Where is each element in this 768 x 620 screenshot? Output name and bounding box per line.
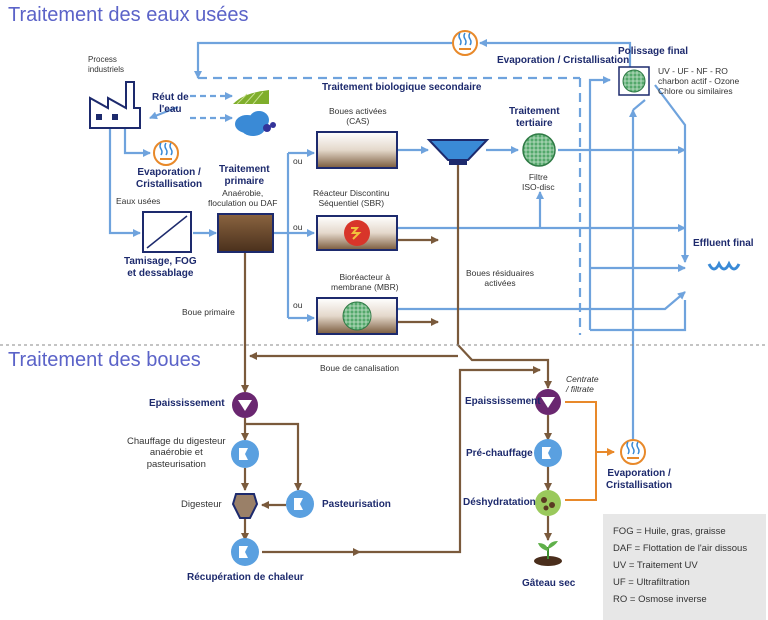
label-filtre: Filtre ISO-disc xyxy=(522,172,555,193)
label-recuperation: Récupération de chaleur xyxy=(187,572,304,583)
label-prechauffage: Pré-chauffage xyxy=(466,448,533,459)
field-icon xyxy=(233,90,269,105)
label-traitement-primaire: Traitement primaire xyxy=(219,164,270,187)
evaporation-left-icon xyxy=(153,140,179,166)
label-effluent: Effluent final xyxy=(693,238,754,249)
label-chauffage: Chauffage du digesteur anaérobie et past… xyxy=(127,436,226,470)
label-boues-residuaires: Boues résiduaires activées xyxy=(466,268,535,289)
thickener-right xyxy=(535,389,561,415)
label-mbr: Bioréacteur à membrane (MBR) xyxy=(331,272,399,293)
label-bio-secondaire: Traitement biologique secondaire xyxy=(322,82,482,93)
cloud-icon xyxy=(235,111,276,136)
factory-icon xyxy=(89,81,141,129)
label-boues-activees: Boues activées (CAS) xyxy=(329,106,387,127)
label-polissage-desc: UV - UF - NF - RO charbon actif - Ozone … xyxy=(658,66,740,97)
preheating-unit xyxy=(534,439,562,467)
label-gateau: Gâteau sec xyxy=(522,578,576,589)
legend-box: FOG = Huile, gras, graisse DAF = Flottat… xyxy=(603,514,766,620)
legend-item: DAF = Flottation de l'air dissous xyxy=(613,543,748,554)
tertiary-filter xyxy=(522,133,556,167)
legend-item: UF = Ultrafiltration xyxy=(613,577,690,588)
pasteurisation-unit xyxy=(286,490,314,518)
bio-secondaire-frame xyxy=(198,76,582,335)
label-deshydratation: Déshydratation xyxy=(463,497,536,508)
polishing-unit xyxy=(618,66,650,96)
label-centrate: Centrate / filtrate xyxy=(566,374,599,395)
legend-item: UV = Traitement UV xyxy=(613,560,698,571)
label-evap-left: Evaporation / Cristallisation xyxy=(136,167,203,190)
legend-item: RO = Osmose inverse xyxy=(613,594,707,605)
label-ou-2: ou xyxy=(293,222,303,232)
screening-unit xyxy=(142,211,192,253)
title-sludge: Traitement des boues xyxy=(8,349,201,371)
label-digesteur: Digesteur xyxy=(181,499,222,510)
heat-recovery-unit xyxy=(231,538,259,566)
evaporation-top-icon xyxy=(452,30,478,56)
legend-item: FOG = Huile, gras, graisse xyxy=(613,526,726,537)
dewatering-unit xyxy=(535,490,561,516)
cas-tank xyxy=(316,131,398,169)
sbr-tank xyxy=(316,215,398,251)
centrate-lines xyxy=(565,401,615,501)
heater-left xyxy=(231,440,259,468)
label-evap-bottom: Evaporation / Cristallisation xyxy=(606,468,673,491)
label-boue-canalisation: Boue de canalisation xyxy=(320,363,399,373)
primary-unit xyxy=(217,213,274,253)
label-pasteurisation: Pasteurisation xyxy=(322,499,391,510)
label-epaiss-left: Epaississement xyxy=(149,398,225,409)
mbr-tank xyxy=(316,297,398,335)
clarifier xyxy=(426,139,490,165)
label-traitement-tertiaire: Traitement tertiaire xyxy=(509,106,560,129)
water-lines xyxy=(108,39,689,440)
label-evap-top: Evaporation / Cristallisation xyxy=(497,55,630,66)
evaporation-bottom-icon xyxy=(620,439,646,465)
label-eaux-usees: Eaux usées xyxy=(116,196,161,206)
label-reut: Réut de l'eau xyxy=(152,92,189,115)
label-ou-1: ou xyxy=(293,156,303,166)
digester xyxy=(231,493,259,519)
label-primaire-desc: Anaérobie, floculation ou DAF xyxy=(208,188,278,209)
dry-cake-icon xyxy=(534,541,562,566)
label-tamisage: Tamisage, FOG et dessablage xyxy=(124,256,197,279)
label-process-industriels: Process industriels xyxy=(88,55,125,74)
label-epaiss-right: Epaississement xyxy=(465,396,541,407)
thickener-left xyxy=(232,392,258,418)
title-wastewater: Traitement des eaux usées xyxy=(8,4,249,26)
label-polissage: Polissage final xyxy=(618,46,689,57)
sludge-lines xyxy=(241,165,552,556)
label-ou-3: ou xyxy=(293,300,303,310)
label-sbr: Réacteur Discontinu Séquentiel (SBR) xyxy=(313,188,390,209)
label-boue-primaire: Boue primaire xyxy=(182,307,235,317)
effluent-wave-icon xyxy=(707,260,741,271)
